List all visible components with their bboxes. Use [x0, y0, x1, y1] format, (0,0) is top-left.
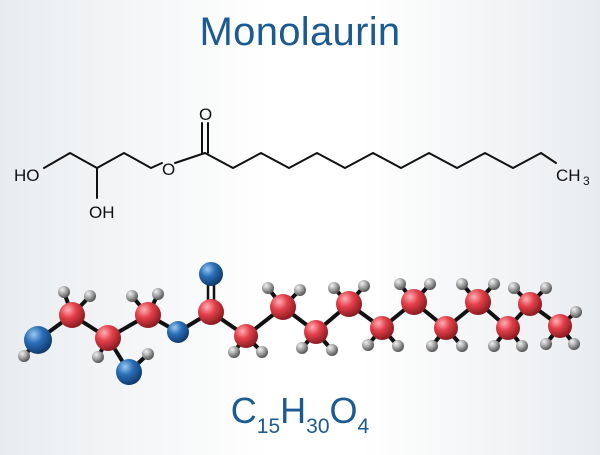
hydrogen-atom — [126, 290, 138, 302]
hydrogen-atom — [508, 282, 520, 294]
carbon-atom — [135, 302, 161, 328]
glycerol-backbone-bond — [43, 152, 163, 169]
formula-h-count: 30 — [306, 415, 330, 438]
carbon-atom — [59, 302, 85, 328]
hydrogen-atom — [426, 340, 438, 352]
carbon-atom — [336, 291, 362, 317]
ch3-subscript: 3 — [583, 174, 590, 188]
oh-label: OH — [89, 203, 115, 222]
skeletal-formula — [43, 122, 557, 199]
carbon-atom — [270, 294, 296, 320]
ester-oxygen-label: O — [162, 160, 175, 179]
hydrogen-atom — [358, 280, 370, 292]
hydrogen-atom — [256, 346, 268, 358]
hydrogen-atom — [394, 278, 406, 290]
hydrogen-atom — [488, 278, 500, 290]
carbon-atom — [465, 289, 491, 315]
hydrogen-atom — [18, 350, 30, 362]
hydrogen-atom — [326, 344, 338, 356]
carbon-atom — [234, 324, 258, 348]
carbonyl-oxygen-label: O — [199, 105, 212, 124]
formula-o: O — [329, 390, 358, 431]
hydrogen-atom — [516, 340, 528, 352]
hydrogen-atom — [456, 278, 468, 290]
hydrogen-atom — [328, 282, 340, 294]
molecular-formula: C15H30O4 — [0, 390, 600, 438]
hydrogen-atom — [568, 338, 580, 350]
oxygen-atom — [167, 321, 189, 343]
ho-label: HO — [14, 166, 40, 185]
carbon-atom — [401, 289, 427, 315]
formula-o-count: 4 — [357, 415, 370, 438]
carbon-atom — [496, 316, 520, 340]
formula-h: H — [280, 390, 307, 431]
carbon-atom — [548, 314, 572, 338]
hydrogen-atom — [362, 339, 374, 351]
hydrogen-atom — [424, 278, 436, 290]
hydrogen-atom — [228, 346, 240, 358]
carbon-atom — [370, 316, 394, 340]
hydrogen-atom — [456, 340, 468, 352]
ester-oxygen-bond — [174, 152, 206, 164]
molecule-title: Monolaurin — [199, 10, 401, 54]
carbon-atom — [518, 292, 542, 316]
hydrogen-atom — [540, 338, 552, 350]
hydrogen-atom — [84, 290, 96, 302]
ch3-label: CH — [556, 166, 581, 185]
hydrogen-atom — [58, 286, 70, 298]
hydrogen-atom — [142, 348, 154, 360]
hydrogen-atom — [392, 340, 404, 352]
carbon-atom — [434, 316, 458, 340]
hydrogen-atom — [488, 340, 500, 352]
oxygen-atom — [24, 326, 52, 354]
oxygen-atom — [199, 262, 223, 286]
carbon-atom — [198, 299, 224, 325]
ball-and-stick-model — [18, 262, 582, 385]
formula-c-count: 15 — [256, 415, 281, 438]
hydrogen-atom — [262, 282, 274, 294]
alkyl-chain-bond — [204, 152, 557, 169]
carbon-atom — [304, 320, 328, 344]
hydrogen-atom — [570, 306, 582, 318]
hydrogen-atom — [152, 288, 164, 300]
formula-c: C — [230, 390, 257, 431]
oxygen-atom — [116, 359, 142, 385]
hydrogen-atom — [294, 284, 306, 296]
hydrogen-atom — [92, 351, 104, 363]
hydrogen-atom — [540, 282, 552, 294]
carbon-atom — [95, 325, 121, 351]
hydrogen-atom — [296, 342, 308, 354]
